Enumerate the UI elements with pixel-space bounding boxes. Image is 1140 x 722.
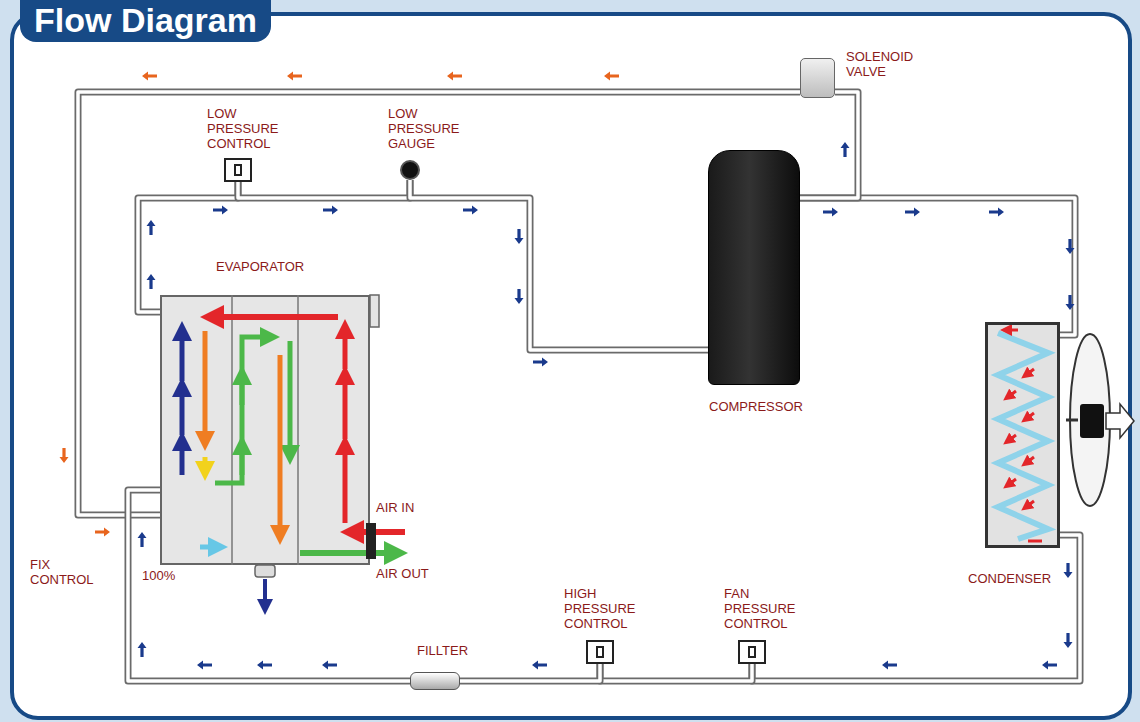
refrigerant-pipe <box>800 198 1075 335</box>
refrigerant-pipe <box>600 664 752 681</box>
part-label: FIX CONTROL <box>30 557 102 587</box>
component-label: LOW PRESSURE GAUGE <box>388 106 468 151</box>
component-label: HIGH PRESSURE CONTROL <box>564 586 644 631</box>
part-label: AIR OUT <box>376 566 429 581</box>
refrigerant-pipe <box>800 92 858 198</box>
pressure-control: HIGH PRESSURE CONTROL <box>586 640 614 664</box>
refrigerant-pipe <box>138 182 238 312</box>
evaporator-art <box>160 295 370 565</box>
pressure-control: LOW PRESSURE CONTROL <box>224 158 252 182</box>
part-label: AIR IN <box>376 500 414 515</box>
evaporator-unit: EVAPORATOR <box>160 295 370 565</box>
component-label: CONDENSER <box>968 571 1051 586</box>
compressor-tank: COMPRESSOR <box>708 150 800 385</box>
refrigerant-pipe <box>410 180 708 350</box>
control-window <box>234 164 242 176</box>
control-window <box>596 646 604 658</box>
pressure-control: FAN PRESSURE CONTROL <box>738 640 766 664</box>
refrigerant-pipe <box>238 180 410 198</box>
component-label: SOLENOID VALVE <box>846 49 926 79</box>
solenoid-valve: SOLENOID VALVE <box>800 58 835 98</box>
part-label: 100% <box>142 568 175 583</box>
condenser-fan <box>1066 334 1134 506</box>
control-window <box>748 646 756 658</box>
refrigerant-pipe <box>460 664 600 681</box>
component-label: LOW PRESSURE CONTROL <box>207 106 287 151</box>
component-label: EVAPORATOR <box>216 259 304 274</box>
diagram-title: Flow Diagram <box>20 0 271 42</box>
component-label: FAN PRESSURE CONTROL <box>724 586 804 631</box>
filter-drier: FILLTER <box>410 672 460 690</box>
component-label: COMPRESSOR <box>709 399 803 414</box>
condenser-coil <box>988 325 1057 545</box>
component-label: FILLTER <box>417 643 468 658</box>
condenser-coil-box: CONDENSER <box>985 322 1060 548</box>
pressure-gauge: LOW PRESSURE GAUGE <box>400 160 420 180</box>
refrigerant-pipe <box>752 535 1080 681</box>
